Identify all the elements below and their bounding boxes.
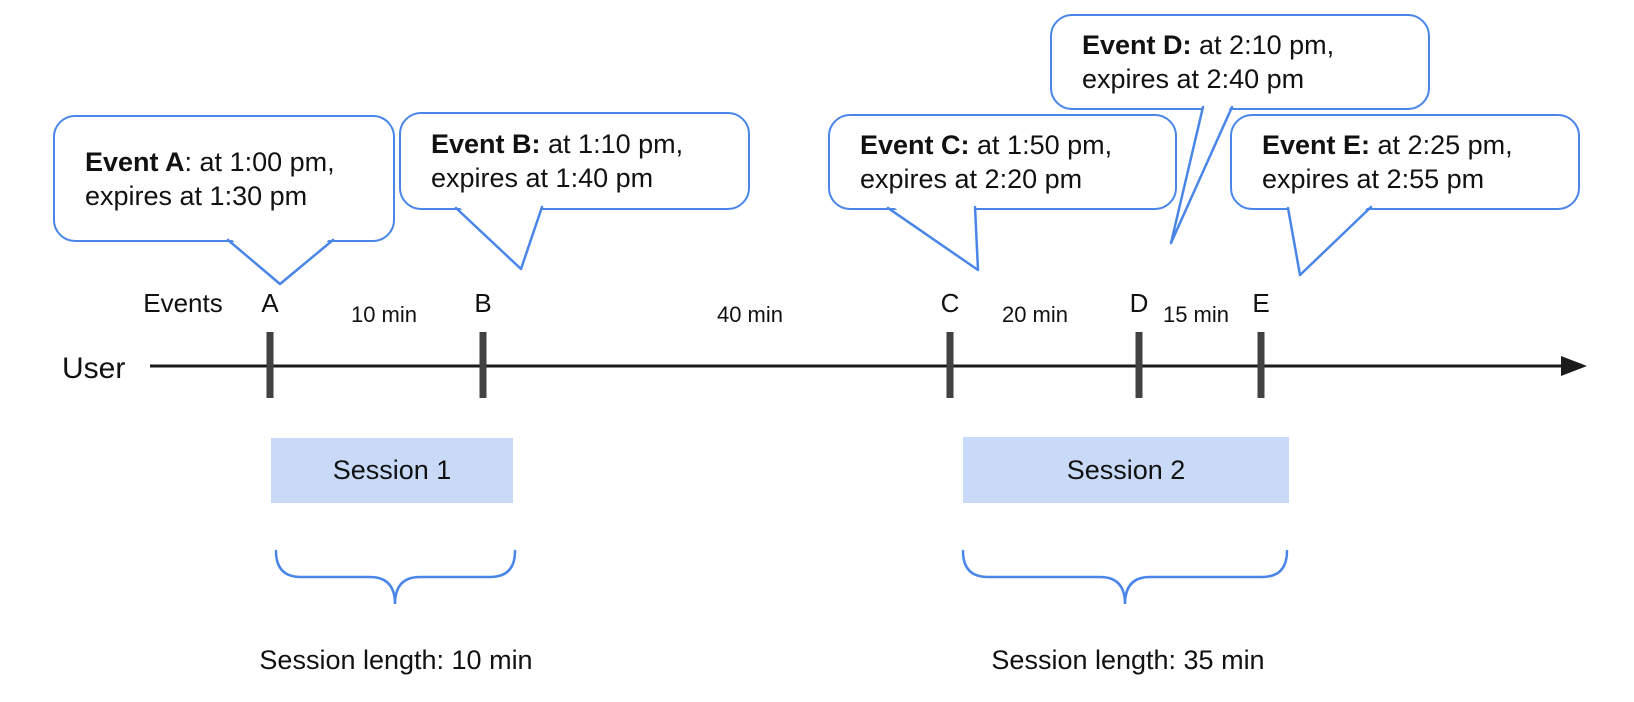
tick-event-c [946, 332, 954, 398]
callout-text: at 1:50 pm, [969, 130, 1113, 160]
timeline-arrowhead-icon [1561, 356, 1587, 376]
session-2-box: Session 2 [963, 437, 1289, 503]
session-2-label: Session 2 [1066, 454, 1186, 485]
callout-tail-c-fill [888, 203, 978, 270]
session-2-brace [961, 549, 1289, 605]
callout-line1: Event C: at 1:50 pm, [860, 128, 1175, 162]
event-label-d: D [1129, 288, 1149, 318]
callout-line2: expires at 2:55 pm [1262, 164, 1485, 194]
callout-line2: expires at 1:40 pm [431, 163, 654, 193]
callout-tail-b-fill [455, 203, 543, 269]
callout-title: Event C: [860, 130, 970, 160]
events-row-label: Events [143, 288, 223, 318]
callout-line2: expires at 2:20 pm [860, 164, 1083, 194]
callout-title: Event D: [1082, 30, 1192, 60]
user-row-label: User [62, 352, 126, 385]
session-1-brace [274, 549, 517, 605]
event-label-c: C [940, 288, 960, 318]
event-label-b: B [474, 288, 492, 318]
callout-text: at 2:10 pm, [1191, 30, 1335, 60]
tick-event-e [1257, 332, 1265, 398]
event-label-e: E [1252, 288, 1270, 318]
interval-label-c-d: 20 min [1001, 302, 1069, 327]
callout-event-e: Event E: at 2:25 pm, expires at 2:55 pm [1230, 114, 1580, 210]
callout-tail-c [886, 205, 980, 272]
interval-label-d-e: 15 min [1162, 302, 1230, 327]
interval-label-a-b: 10 min [350, 302, 418, 327]
callout-line1: Event A: at 1:00 pm, [85, 145, 393, 179]
callout-line1: Event D: at 2:10 pm, [1082, 28, 1428, 62]
callout-tail-e [1286, 205, 1373, 277]
tick-event-d [1135, 332, 1143, 398]
callout-title: Event B: [431, 129, 541, 159]
tick-event-b [479, 332, 487, 398]
callout-event-c: Event C: at 1:50 pm, expires at 2:20 pm [828, 114, 1177, 210]
callout-tail-d-fill [1171, 103, 1232, 243]
callout-event-b: Event B: at 1:10 pm, expires at 1:40 pm [399, 112, 750, 210]
callout-tail-d [1169, 105, 1234, 245]
callout-line2: expires at 1:30 pm [85, 180, 308, 211]
callout-line1: Event E: at 2:25 pm, [1262, 128, 1578, 162]
callout-tail-b [454, 205, 544, 271]
callout-line2: expires at 2:40 pm [1082, 64, 1305, 94]
tick-event-a [266, 332, 274, 398]
callout-line1: Event B: at 1:10 pm, [431, 127, 748, 161]
callout-title: Event A [85, 146, 185, 177]
callout-title: Event E: [1262, 130, 1371, 160]
interval-label-b-c: 40 min [716, 302, 784, 327]
callout-text: at 2:25 pm, [1370, 130, 1513, 160]
session-2-length-caption: Session length: 35 min [991, 645, 1265, 675]
callout-text: : at 1:00 pm, [184, 146, 335, 177]
session-1-length-caption: Session length: 10 min [259, 645, 533, 675]
callout-text: at 1:10 pm, [540, 129, 684, 159]
callout-tail-a [226, 238, 335, 286]
session-1-box: Session 1 [271, 438, 513, 503]
callout-tail-e-fill [1288, 203, 1372, 275]
callout-tail-a-fill [228, 236, 333, 284]
event-label-a: A [261, 288, 279, 318]
callout-event-a: Event A: at 1:00 pm, expires at 1:30 pm [53, 115, 395, 242]
session-1-label: Session 1 [332, 455, 452, 485]
callout-event-d: Event D: at 2:10 pm, expires at 2:40 pm [1050, 14, 1430, 110]
